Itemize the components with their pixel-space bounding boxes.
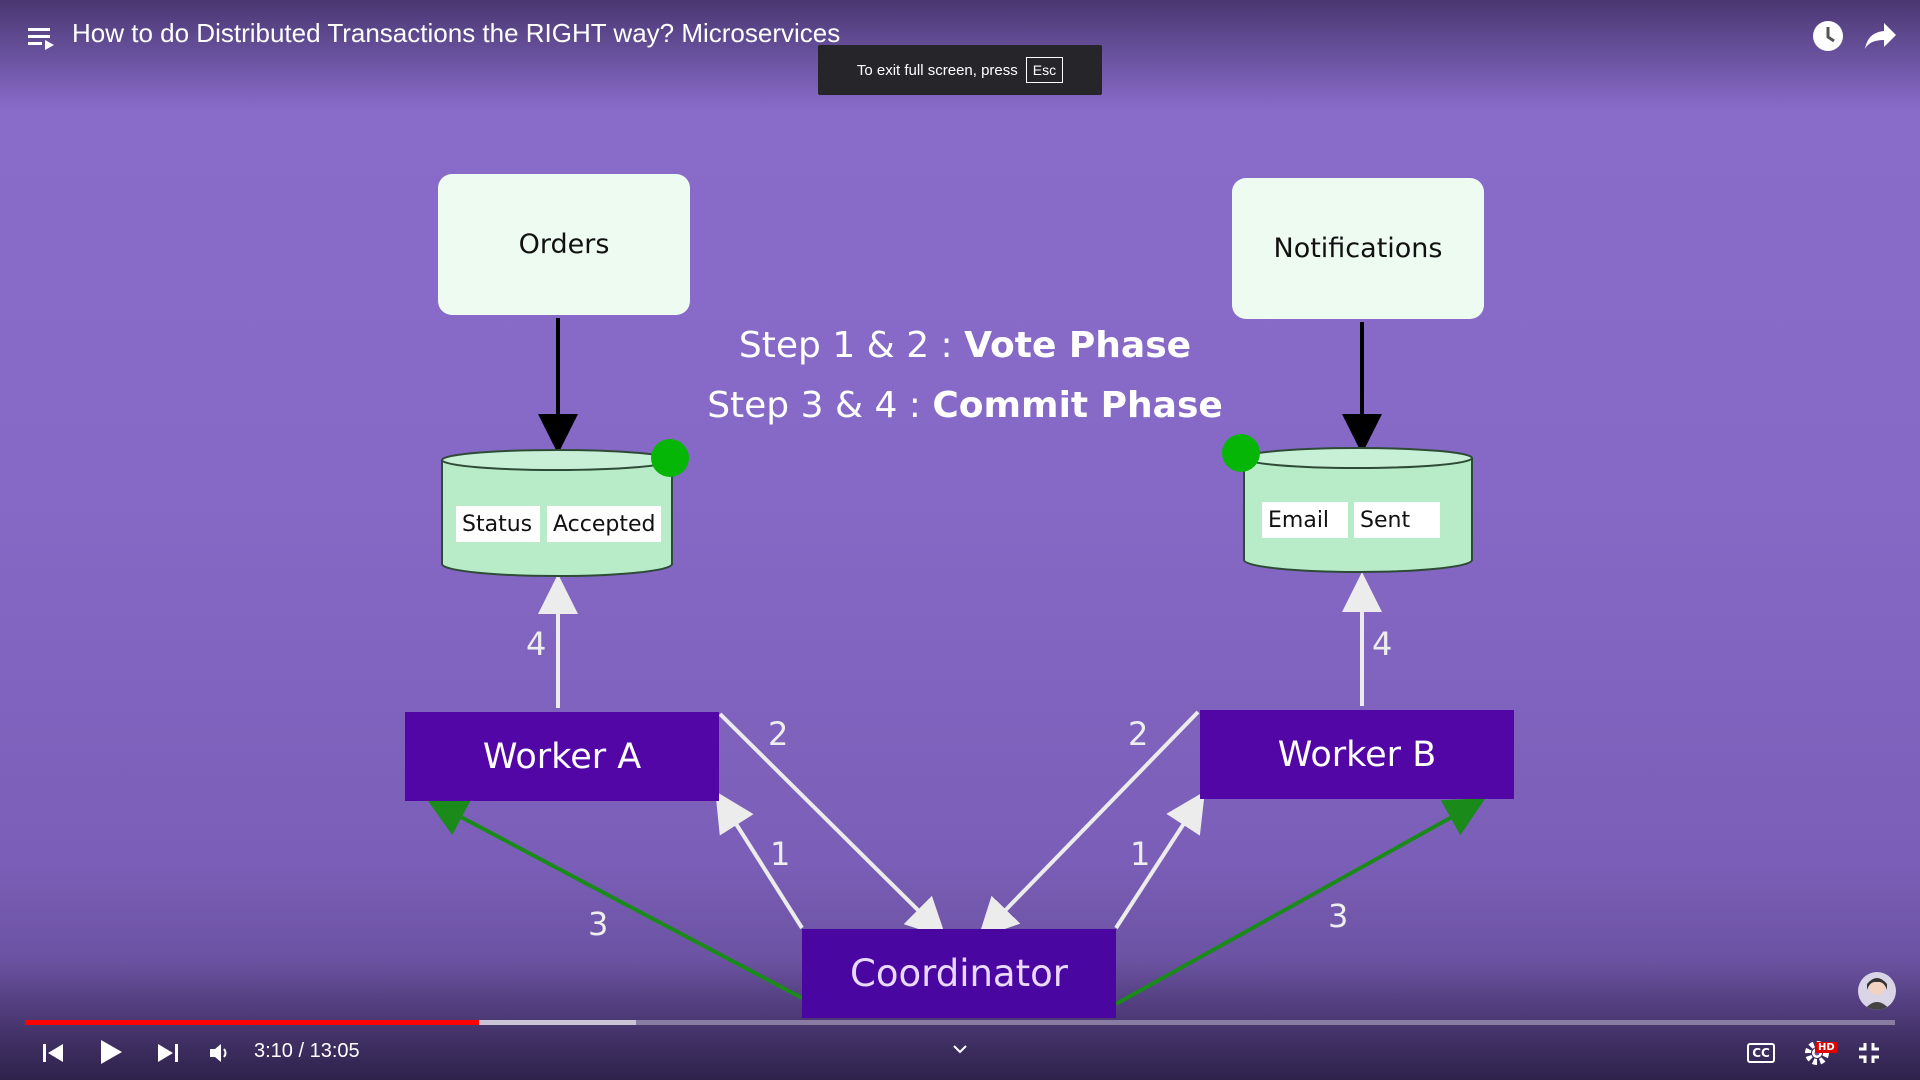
progress-track[interactable]	[25, 1020, 1895, 1025]
commit-a-arrow	[426, 798, 803, 1000]
db-right-value: Sent	[1354, 502, 1440, 538]
db-left-value: Accepted	[547, 506, 661, 542]
label-c-to-a: 1	[770, 835, 791, 873]
ready-dot-right	[1222, 434, 1260, 472]
skip-next-icon[interactable]	[153, 1038, 183, 1068]
label-a-up: 4	[526, 625, 547, 663]
notifications-service-box: Notifications	[1232, 178, 1484, 319]
worker-b-vote-arrow	[978, 710, 1200, 939]
chevron-down-icon[interactable]	[948, 1040, 972, 1058]
volume-icon[interactable]	[206, 1040, 234, 1066]
label-b-up: 4	[1372, 625, 1393, 663]
esc-key: Esc	[1025, 57, 1064, 83]
vote-phase-label: Vote Phase	[964, 325, 1192, 366]
toast-text: To exit full screen, press	[856, 61, 1018, 79]
prepare-a-arrow	[715, 791, 804, 930]
worker-a-vote-arrow	[718, 712, 947, 939]
video-title: How to do Distributed Transactions the R…	[72, 18, 841, 48]
commit-phase-prefix: Step 3 & 4 :	[707, 385, 933, 426]
captions-label: CC	[1747, 1043, 1775, 1063]
label-c-to-b: 1	[1130, 835, 1151, 873]
fullscreen-toast: To exit full screen, press Esc	[818, 45, 1102, 95]
hd-badge: HD	[1815, 1042, 1838, 1053]
worker-b-box: Worker B	[1200, 710, 1514, 799]
playlist-icon[interactable]	[24, 22, 58, 54]
commit-phase-text: Step 3 & 4 : Commit Phase	[650, 385, 1280, 426]
vote-phase-text: Step 1 & 2 : Vote Phase	[650, 325, 1280, 366]
commit-phase-label: Commit Phase	[932, 385, 1223, 426]
progress-played[interactable]	[25, 1020, 480, 1025]
play-icon[interactable]	[94, 1034, 128, 1070]
time-display: 3:10 / 13:05	[254, 1040, 360, 1062]
skip-back-icon[interactable]	[38, 1038, 68, 1068]
exit-fullscreen-icon[interactable]	[1854, 1038, 1884, 1068]
label-a-to-c: 2	[768, 715, 789, 753]
commit-b-arrow	[1115, 798, 1486, 1006]
share-icon[interactable]	[1862, 18, 1900, 54]
label-commit-a: 3	[588, 905, 609, 943]
watch-later-icon[interactable]	[1810, 18, 1846, 54]
db-right-field: Email	[1262, 502, 1348, 538]
orders-service-box: Orders	[438, 174, 690, 315]
worker-a-box: Worker A	[405, 712, 719, 801]
coordinator-box: Coordinator	[802, 929, 1116, 1018]
db-left-field: Status	[456, 506, 540, 542]
ready-dot-left	[651, 439, 689, 477]
captions-icon[interactable]: CC	[1746, 1040, 1776, 1066]
label-commit-b: 3	[1328, 897, 1349, 935]
channel-avatar[interactable]	[1858, 972, 1896, 1010]
prepare-b-arrow	[1114, 791, 1205, 930]
label-b-to-c: 2	[1128, 715, 1149, 753]
vote-phase-prefix: Step 1 & 2 :	[738, 325, 965, 366]
